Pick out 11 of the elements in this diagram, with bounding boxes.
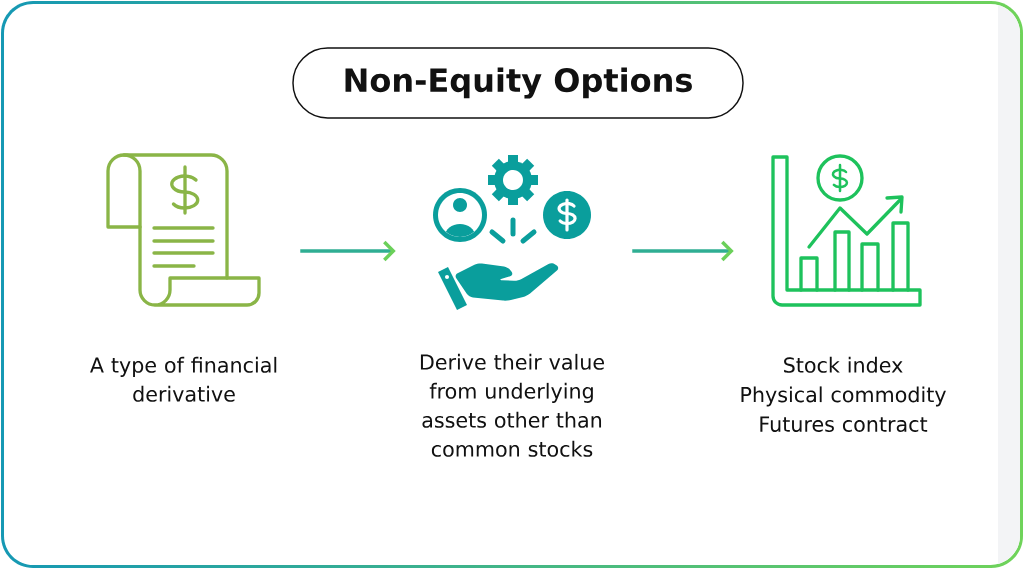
- arrow: [300, 240, 396, 262]
- bar-chart-icon: [771, 154, 922, 307]
- node-label: A type of financial derivative: [90, 356, 277, 402]
- node-label: Physical commodity: [741, 386, 946, 407]
- title-box: Non-Equity Options: [292, 47, 744, 119]
- node-label: Stock index: [784, 356, 903, 373]
- node-label: Futures contract: [760, 416, 928, 432]
- node-label: Derive their value from underlying assets other than common stocks: [420, 353, 604, 457]
- hand-icon: [433, 155, 591, 310]
- arrow: [632, 240, 734, 262]
- document-icon: [106, 153, 261, 307]
